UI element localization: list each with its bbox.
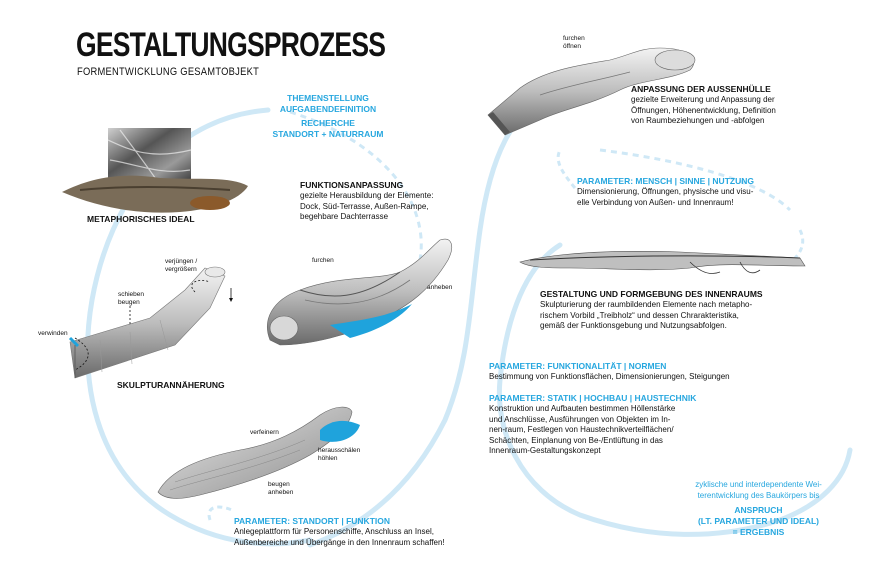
- process-loop-left-bottom-dashed: [209, 507, 232, 520]
- funktionalitaet-title: PARAMETER: FUNKTIONALITÄT | NORMEN: [489, 361, 769, 372]
- ann-furchen-oeffnen: furchen öffnen: [563, 35, 585, 50]
- sculpture-label: SKULPTURANNÄHERUNG: [117, 380, 225, 391]
- intro-block: THEMENSTELLUNG AUFGABENDEFINITION RECHER…: [268, 93, 388, 140]
- standort-block: PARAMETER: STANDORT | FUNKTION Anlegepla…: [234, 516, 494, 548]
- aussen-line-1: gezielte Erweiterung und Anpassung der: [631, 95, 821, 106]
- furchen-model: [267, 239, 451, 345]
- metaphor-label: METAPHORISCHES IDEAL: [87, 214, 195, 225]
- ergebnis-title-3: = ERGEBNIS: [676, 527, 841, 538]
- ann-furchen-oeffnen-1: furchen: [563, 35, 585, 43]
- metaphor-photo: [62, 128, 248, 213]
- ann-herausschaelen: herausschälen höhlen: [318, 447, 360, 462]
- statik-line-2: und Anschlüsse, Ausführungen von Objekte…: [489, 415, 719, 426]
- innen-line-1: Skulpturierung der raumbildenden Element…: [540, 300, 800, 311]
- interior-section-model: [520, 251, 805, 273]
- page-title: GESTALTUNGSPROZESS: [76, 28, 385, 62]
- funktion-line-3: begehbare Dachterrasse: [300, 212, 470, 223]
- mensch-line-1: Dimensionierung, Öffnungen, physische un…: [577, 187, 807, 198]
- ann-verjuengen-1: verjüngen /: [165, 258, 197, 266]
- ann-herausschaelen-1: herausschälen: [318, 447, 360, 455]
- statik-line-3: nen-raum, Festlegen von Haustechnikverte…: [489, 425, 719, 436]
- ann-beugen-1: beugen: [268, 481, 293, 489]
- aussen-block: ANPASSUNG DER AUSSENHÜLLE gezielte Erwei…: [631, 84, 821, 127]
- statik-line-1: Konstruktion und Aufbauten bestimmen Höl…: [489, 404, 719, 415]
- innen-line-3: gemäß der Funktionsgebung und Nutzungsab…: [540, 321, 800, 332]
- ann-schieben: schieben beugen: [118, 291, 144, 306]
- page-subtitle: FORMENTWICKLUNG GESAMTOBJEKT: [77, 66, 259, 78]
- ergebnis-line-1: zyklische und interdependente Wei-: [676, 480, 841, 491]
- process-loop-right-dash3: [795, 230, 803, 258]
- statik-block: PARAMETER: STATIK | HOCHBAU | HAUSTECHNI…: [489, 393, 719, 457]
- ergebnis-title-2: (LT. PARAMETER UND IDEAL): [676, 516, 841, 527]
- funktion-line-1: gezielte Herausbildung der Elemente:: [300, 191, 470, 202]
- statik-line-5: Innenraum-Gestaltungskonzept: [489, 446, 719, 457]
- aussen-title: ANPASSUNG DER AUSSENHÜLLE: [631, 84, 821, 95]
- process-loop-right-dash2: [558, 150, 575, 188]
- mensch-block: PARAMETER: MENSCH | SINNE | NUTZUNG Dime…: [577, 176, 807, 208]
- ann-verjuengen-2: vergrößern: [165, 266, 197, 274]
- standort-line-1: Anlegeplattform für Personenschiffe, Ans…: [234, 527, 494, 538]
- ann-verjuengen: verjüngen / vergrößern: [165, 258, 197, 273]
- ann-verwinden: verwinden: [38, 330, 68, 338]
- ann-furchen-oeffnen-2: öffnen: [563, 43, 585, 51]
- ann-anheben: anheben: [427, 284, 452, 292]
- ergebnis-title-1: ANSPRUCH: [676, 505, 841, 516]
- aussen-line-2: Öffnungen, Höhenentwicklung, Definition: [631, 106, 821, 117]
- ergebnis-line-2: terentwicklung des Baukörpers bis: [676, 491, 841, 502]
- intro-line-2: AUFGABENDEFINITION: [268, 104, 388, 115]
- innen-title: GESTALTUNG UND FORMGEBUNG DES INNENRAUMS: [540, 289, 800, 300]
- statik-title: PARAMETER: STATIK | HOCHBAU | HAUSTECHNI…: [489, 393, 719, 404]
- innen-block: GESTALTUNG UND FORMGEBUNG DES INNENRAUMS…: [540, 289, 800, 332]
- standort-line-2: Außenbereiche und Übergänge in den Innen…: [234, 538, 494, 549]
- funktion-title: FUNKTIONSANPASSUNG: [300, 180, 470, 191]
- mensch-title: PARAMETER: MENSCH | SINNE | NUTZUNG: [577, 176, 807, 187]
- ann-beugen-2: anheben: [268, 489, 293, 497]
- funktionalitaet-line-1: Bestimmung von Funktionsflächen, Dimensi…: [489, 372, 769, 383]
- statik-line-4: Schächten, Einplanung von Be-/Entlüftung…: [489, 436, 719, 447]
- intro-line-1: THEMENSTELLUNG: [268, 93, 388, 104]
- ann-verfeinern: verfeinern: [250, 429, 279, 437]
- mensch-line-2: elle Verbindung von Außen- und Innenraum…: [577, 198, 807, 209]
- ann-schieben-1: schieben: [118, 291, 144, 299]
- ann-furchen-mid: furchen: [312, 257, 334, 265]
- intro-line-3: RECHERCHE: [268, 118, 388, 129]
- ann-beugen-anheben: beugen anheben: [268, 481, 293, 496]
- aussen-line-3: von Raumbeziehungen und -abfolgen: [631, 116, 821, 127]
- funktion-block: FUNKTIONSANPASSUNG gezielte Herausbildun…: [300, 180, 470, 223]
- ergebnis-block: zyklische und interdependente Wei- teren…: [676, 480, 841, 538]
- funktionalitaet-block: PARAMETER: FUNKTIONALITÄT | NORMEN Besti…: [489, 361, 769, 383]
- innen-line-2: rischem Vorbild „Treibholz“ und dessen C…: [540, 311, 800, 322]
- funktion-line-2: Dock, Süd-Terrasse, Außen-Rampe,: [300, 202, 470, 213]
- ann-herausschaelen-2: höhlen: [318, 455, 360, 463]
- ann-schieben-2: beugen: [118, 299, 144, 307]
- intro-line-4: STANDORT + NATURRAUM: [268, 129, 388, 140]
- standort-title: PARAMETER: STANDORT | FUNKTION: [234, 516, 494, 527]
